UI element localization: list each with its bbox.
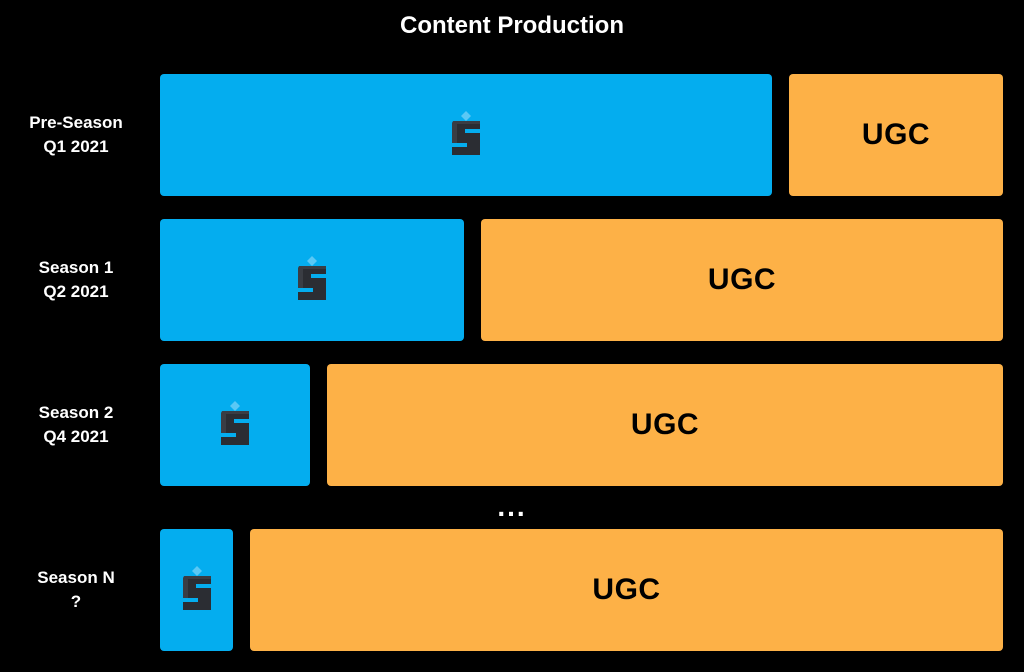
- row-label: Season 2 Q4 2021: [0, 364, 152, 486]
- s-logo-icon: [221, 401, 249, 445]
- row-label-line2: Q4 2021: [43, 427, 109, 446]
- row-season-1: Season 1 Q2 2021 UGC: [0, 219, 1024, 341]
- row-label-line1: Season N: [37, 568, 115, 587]
- row-label: Season 1 Q2 2021: [0, 219, 152, 341]
- ellipsis: ...: [497, 491, 527, 522]
- studio-block: [160, 219, 464, 341]
- s-logo-icon: [298, 256, 326, 300]
- row-season-2: Season 2 Q4 2021 UGC: [0, 364, 1024, 486]
- s-logo-icon: [182, 566, 211, 610]
- ugc-block: UGC: [250, 529, 1003, 651]
- ugc-label: UGC: [707, 263, 777, 296]
- row-label-line2: Q2 2021: [43, 282, 109, 301]
- studio-block: [160, 364, 310, 486]
- row-label-line1: Season 1: [38, 258, 114, 277]
- ugc-label: UGC: [630, 408, 700, 441]
- ugc-block: UGC: [327, 364, 1003, 486]
- ugc-label: UGC: [861, 118, 931, 151]
- studio-block: [160, 529, 233, 651]
- row-season-n: Season N ? UGC: [0, 529, 1024, 651]
- studio-block: [160, 74, 772, 196]
- row-label: Pre-Season Q1 2021: [0, 74, 152, 196]
- row-label-line1: Pre-Season: [29, 113, 123, 132]
- row-label-line2: ?: [70, 592, 82, 611]
- s-logo-icon: [452, 111, 480, 155]
- ugc-block: UGC: [789, 74, 1003, 196]
- row-label-line2: Q1 2021: [43, 137, 109, 156]
- row-label: Season N ?: [0, 529, 152, 651]
- ugc-block: UGC: [481, 219, 1003, 341]
- ugc-label: UGC: [592, 573, 661, 606]
- row-pre-season: Pre-Season Q1 2021 UGC: [0, 74, 1024, 196]
- row-label-line1: Season 2: [38, 403, 114, 422]
- diagram-title: Content Production: [400, 12, 624, 39]
